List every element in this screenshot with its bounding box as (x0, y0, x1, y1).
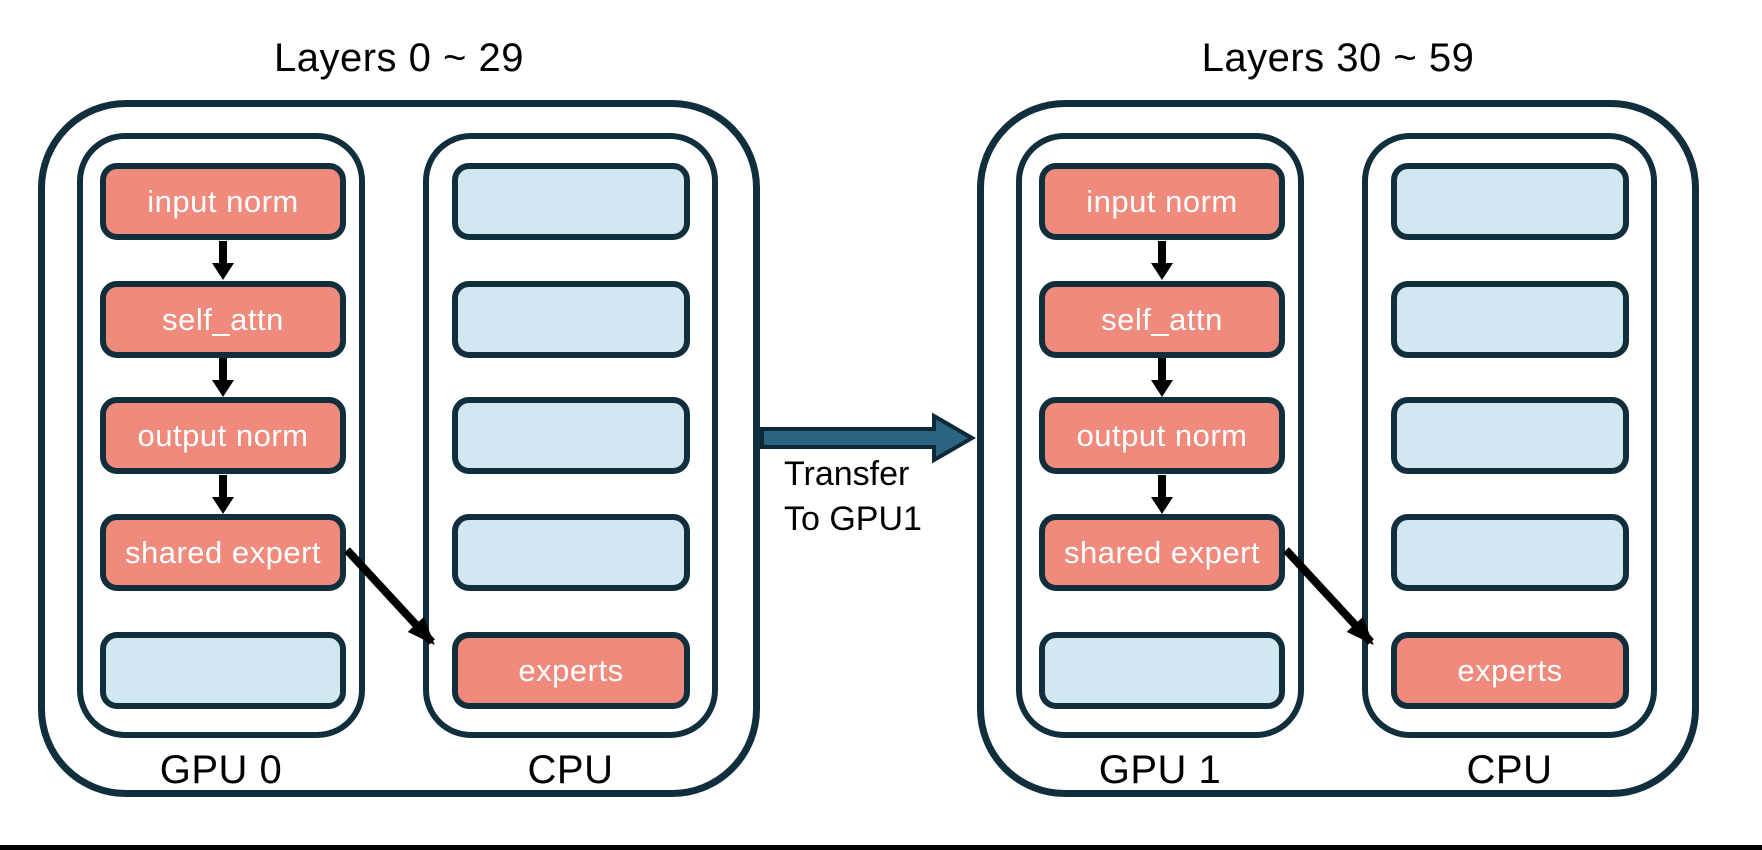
layers-0-29-group: Layers 0 ~ 29 input norm self_attn (38, 0, 760, 850)
arrow-head (212, 380, 234, 397)
box-label: output norm (1076, 417, 1248, 453)
gpu1-label: GPU 1 (1098, 748, 1222, 792)
gpu1-column: input norm self_attn output norm (1016, 133, 1304, 738)
cpu-column-left: experts (423, 133, 718, 738)
empty-slot-box (1391, 514, 1629, 591)
empty-slot-box (100, 632, 346, 709)
box-label: shared expert (124, 534, 322, 570)
empty-slot-box (1391, 163, 1629, 240)
box-label: experts (1457, 652, 1563, 688)
box-label: experts (518, 652, 624, 688)
shared-expert-box: shared expert (1039, 514, 1285, 591)
group-title: Layers 30 ~ 59 (1201, 36, 1475, 80)
empty-slot-box (1391, 397, 1629, 474)
box-label: self_attn (162, 301, 284, 337)
transfer-label-line2: To GPU1 (784, 499, 922, 538)
arrow-shaft (1158, 241, 1166, 265)
transfer-label: Transfer To GPU1 (784, 452, 922, 542)
experts-box: experts (452, 632, 690, 709)
group-title: Layers 0 ~ 29 (274, 36, 524, 80)
empty-slot-box (452, 397, 690, 474)
arrow-head (212, 497, 234, 514)
shared-expert-box: shared expert (100, 514, 346, 591)
box-label: self_attn (1101, 301, 1223, 337)
cpu-label: CPU (1466, 748, 1553, 792)
down-arrow-icon (1151, 358, 1173, 398)
gpu0-label: GPU 0 (159, 748, 283, 792)
layers-30-59-group: Layers 30 ~ 59 input norm self_attn (977, 0, 1699, 850)
cpu-column-right: experts (1362, 133, 1657, 738)
output-norm-box: output norm (1039, 397, 1285, 474)
arrow-head (1151, 263, 1173, 280)
transfer-label-line1: Transfer (784, 455, 910, 493)
empty-slot-box (452, 281, 690, 358)
output-norm-box: output norm (100, 397, 346, 474)
gpu0-column: input norm self_attn output norm (77, 133, 365, 738)
arrow-shaft (1158, 475, 1166, 499)
arrow-shaft (219, 475, 227, 499)
cpu-label: CPU (527, 748, 614, 792)
box-label: shared expert (1063, 534, 1261, 570)
arrow-head (1151, 380, 1173, 397)
down-arrow-icon (212, 241, 234, 281)
bottom-border-line (0, 845, 1762, 850)
arrow-head (212, 263, 234, 280)
arrow-shaft (219, 241, 227, 265)
empty-slot-box (452, 514, 690, 591)
empty-slot-box (1039, 632, 1285, 709)
down-arrow-icon (212, 475, 234, 515)
empty-slot-box (1391, 281, 1629, 358)
arrow-head (1151, 497, 1173, 514)
self-attn-box: self_attn (100, 281, 346, 358)
input-norm-box: input norm (100, 163, 346, 240)
arrow-shaft (219, 358, 227, 382)
down-arrow-icon (1151, 475, 1173, 515)
box-label: output norm (137, 417, 309, 453)
device-pair-container: input norm self_attn output norm (38, 100, 760, 797)
down-arrow-icon (212, 358, 234, 398)
box-label: input norm (147, 183, 299, 219)
box-label: input norm (1086, 183, 1238, 219)
down-arrow-icon (1151, 241, 1173, 281)
experts-box: experts (1391, 632, 1629, 709)
empty-slot-box (452, 163, 690, 240)
device-pair-container: input norm self_attn output norm (977, 100, 1699, 797)
input-norm-box: input norm (1039, 163, 1285, 240)
arrow-shaft (1158, 358, 1166, 382)
self-attn-box: self_attn (1039, 281, 1285, 358)
